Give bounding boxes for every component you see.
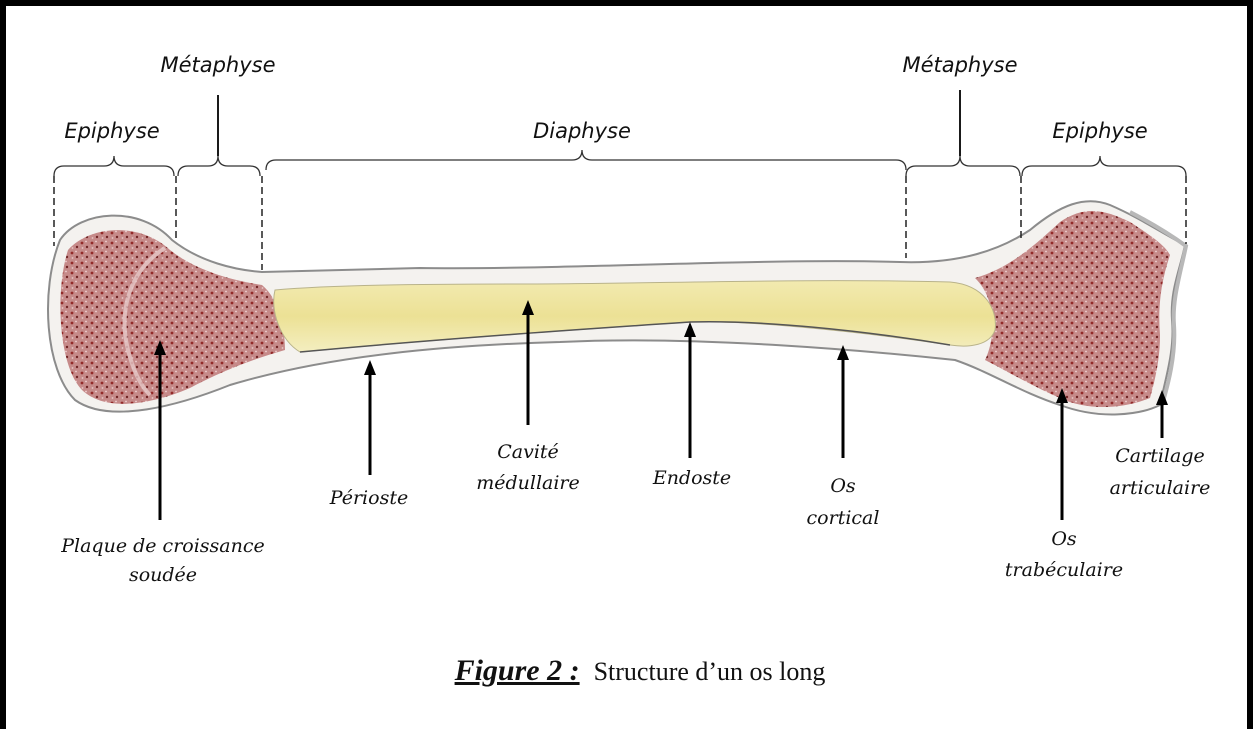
label-perioste: Périoste	[329, 487, 408, 509]
label-cortical-line2: cortical	[807, 507, 880, 529]
label-trabec-line2: trabéculaire	[1005, 559, 1123, 581]
brace-metaphyse-left	[178, 156, 260, 176]
brace-metaphyse-right	[906, 156, 1020, 176]
label-metaphyse-right: Métaphyse	[902, 53, 1017, 77]
label-endoste: Endoste	[652, 467, 731, 489]
label-cavite-line1: Cavité	[497, 441, 559, 463]
label-plaque-line1: Plaque de croissance	[60, 535, 265, 557]
brace-diaphyse	[266, 150, 906, 170]
caption-text: Structure d’un os long	[594, 657, 826, 686]
label-cartilage-line1: Cartilage	[1115, 445, 1204, 467]
brace-epiphyse-left	[54, 156, 174, 176]
figure-caption: Figure 2 : Structure d’un os long	[454, 654, 826, 687]
label-diaphyse: Diaphyse	[533, 119, 631, 143]
label-cartilage-line2: articulaire	[1110, 477, 1211, 499]
label-metaphyse-left: Métaphyse	[160, 53, 275, 77]
label-cortical-line1: Os	[830, 475, 856, 497]
label-trabec-line1: Os	[1051, 528, 1077, 550]
label-epiphyse-left: Epiphyse	[64, 119, 159, 143]
caption-label: Figure 2 :	[454, 654, 580, 687]
brace-epiphyse-right	[1022, 156, 1186, 176]
label-epiphyse-right: Epiphyse	[1052, 119, 1147, 143]
label-cavite-line2: médullaire	[476, 472, 580, 494]
label-plaque-line2: soudée	[129, 564, 197, 586]
